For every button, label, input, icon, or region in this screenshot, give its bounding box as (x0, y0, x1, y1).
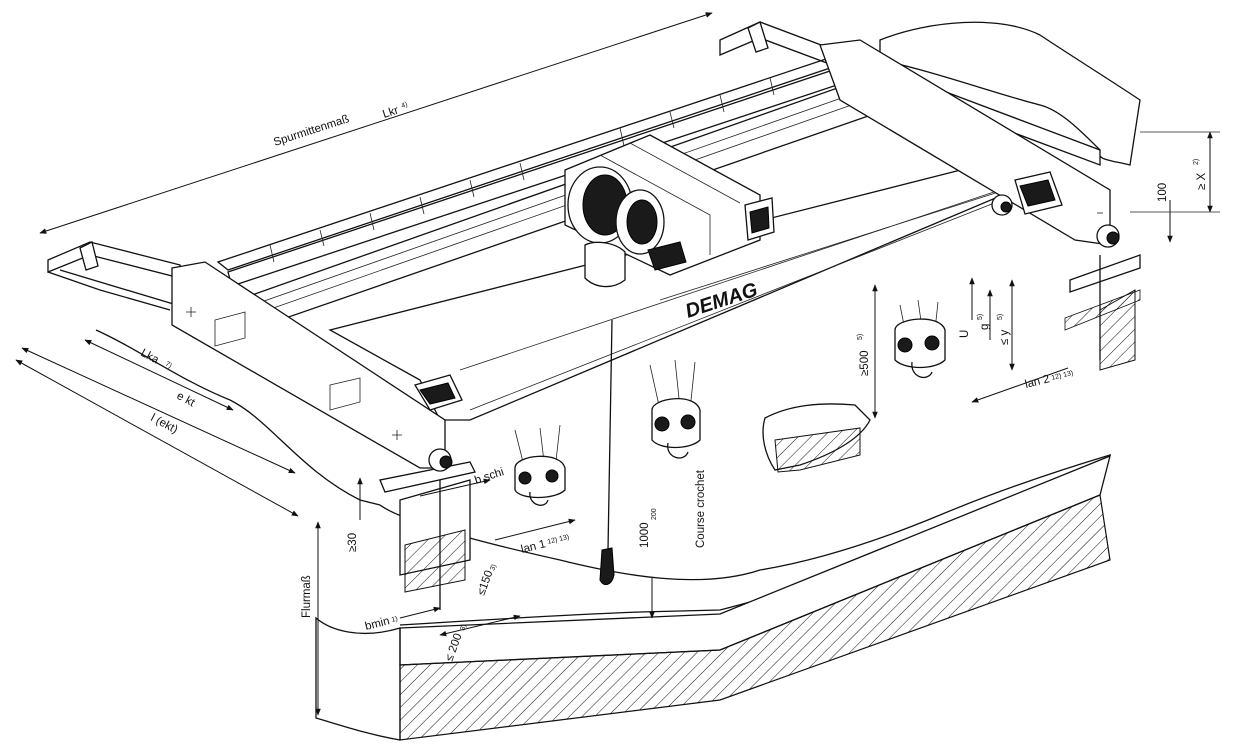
label-le200-sup: 3) (459, 623, 468, 631)
floor (95, 21, 1141, 741)
label-x-sup: 2) (1193, 159, 1200, 165)
pendant-control (599, 319, 615, 586)
label-ge30: ≥30 (347, 533, 359, 552)
hook-center (649, 359, 701, 459)
label-bschi: b schi (473, 466, 505, 487)
label-an2: lan 2 (1024, 373, 1051, 391)
label-an1: lan 1 (520, 538, 547, 556)
label-course-crochet: Course crochet (695, 469, 707, 548)
label-100: 100 (1157, 183, 1169, 202)
label-1000: 1000 (639, 522, 651, 548)
end-carriage-left (171, 261, 463, 472)
label-ge500-sup: 5) (857, 334, 864, 340)
label-x: ≥ X (1196, 172, 1208, 190)
label-bmin-sup: 1) (391, 616, 399, 624)
label-an2-sup: 12) 13) (1051, 370, 1074, 382)
label-spurmittenmass: Spurmittenmaß (272, 113, 350, 149)
label-g-sup: 5) (977, 314, 984, 320)
label-g: g (979, 324, 991, 330)
label-le150: ≤150 (476, 569, 496, 597)
hook-right (894, 299, 946, 379)
label-ge500: ≥500 (859, 351, 871, 377)
label-lkr: Lkr (381, 104, 400, 120)
runway-left (47, 241, 476, 610)
label-an1-sup: 12) 13) (547, 534, 570, 546)
label-lekt: l (ekt) (149, 412, 180, 436)
label-bmin: bmin (364, 615, 391, 633)
label-u: U (959, 330, 971, 338)
end-carriage-right (819, 39, 1120, 248)
label-lkr-sup: 4) (400, 101, 408, 110)
label-lka-sup: 7) (164, 361, 173, 370)
label-flurmass: Flurmaß (301, 575, 313, 618)
label-le150-sup: 3) (489, 563, 498, 571)
dimension-lines (15, 12, 1220, 716)
label-y-sup: 5) (997, 314, 1004, 320)
hook-left (514, 424, 566, 506)
label-ekt: e kt (175, 390, 198, 410)
label-y: ≤ y (999, 329, 1011, 345)
label-1000-sup: 200 (651, 508, 658, 520)
